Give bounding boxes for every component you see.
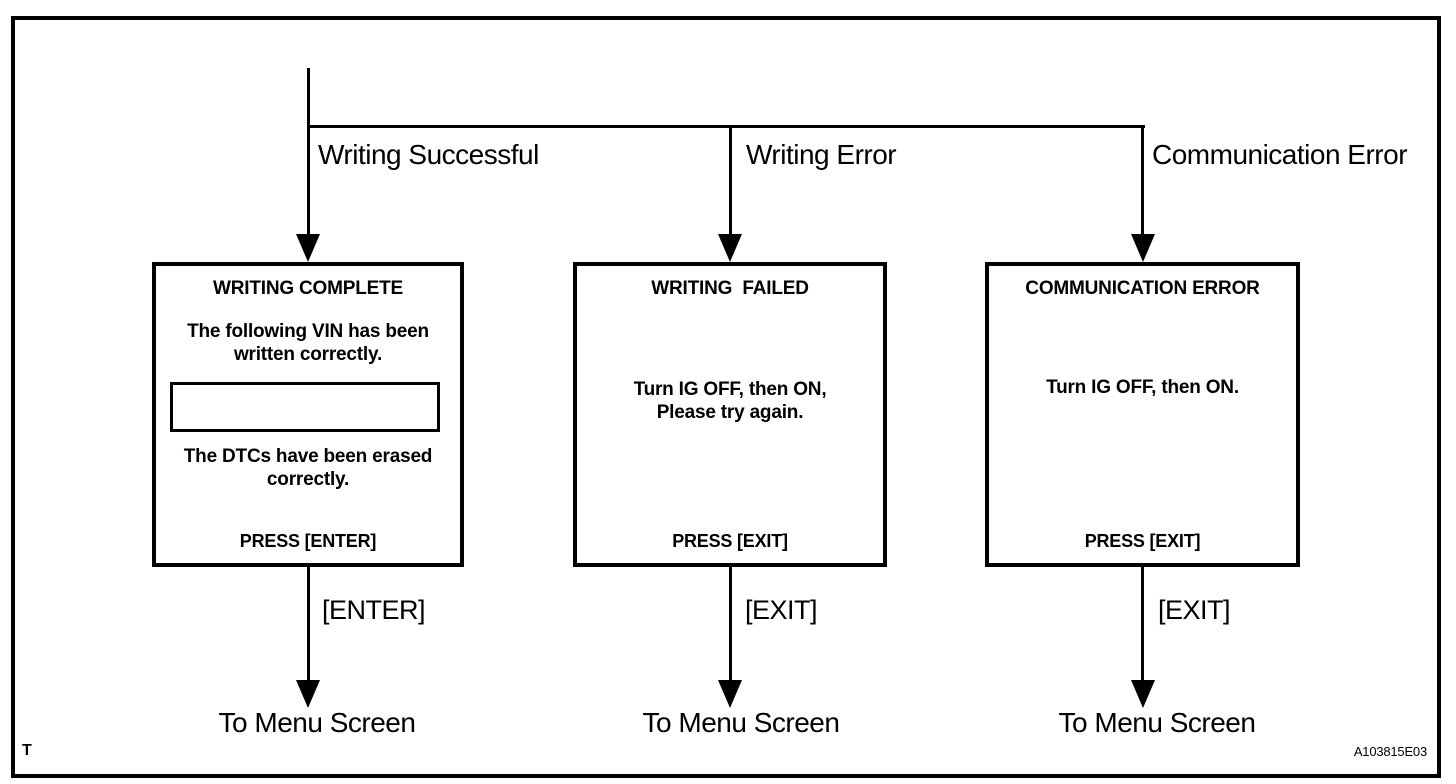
- arrow-down-icon: [718, 680, 742, 708]
- arrow-down-icon: [1131, 680, 1155, 708]
- branch-condition-writing-successful: Writing Successful: [318, 139, 539, 170]
- destination-label: To Menu Screen: [1058, 707, 1256, 738]
- arrow-down-icon: [296, 680, 320, 708]
- screen-message-top: Turn IG OFF, then ON.: [1046, 377, 1239, 398]
- screen-message-top: The following VIN has been written corre…: [187, 321, 429, 365]
- exit-line-writing-failed: [729, 567, 732, 680]
- screen-writing-failed: WRITING FAILED Turn IG OFF, then ON, Ple…: [573, 262, 887, 567]
- destination-label: To Menu Screen: [642, 707, 840, 738]
- screen-communication-error: COMMUNICATION ERROR Turn IG OFF, then ON…: [985, 262, 1300, 567]
- screen-title: WRITING COMPLETE: [213, 278, 403, 299]
- branch-split-line: [307, 125, 1145, 128]
- branch-condition-communication-error: Communication Error: [1152, 139, 1408, 170]
- branch-line-communication-error: [1141, 125, 1144, 234]
- screen-title: WRITING FAILED: [651, 278, 809, 299]
- vin-display-field: [170, 382, 440, 432]
- arrow-down-icon: [296, 234, 320, 262]
- screen-message-top: Turn IG OFF, then ON, Please try again.: [633, 379, 827, 423]
- screen-title: COMMUNICATION ERROR: [1025, 278, 1260, 299]
- exit-line-communication-error: [1141, 567, 1144, 680]
- corner-mark: T: [22, 742, 32, 759]
- diagram-border: [11, 16, 1441, 778]
- key-label-exit-2: [EXIT]: [1158, 595, 1231, 625]
- screen-writing-complete: WRITING COMPLETE The following VIN has b…: [152, 262, 464, 567]
- branch-condition-writing-error: Writing Error: [746, 139, 897, 170]
- screen-footer: PRESS [EXIT]: [672, 531, 788, 551]
- branch-line-writing-error: [729, 125, 732, 234]
- screen-footer: PRESS [EXIT]: [1084, 531, 1201, 551]
- arrow-down-icon: [718, 234, 742, 262]
- destination-label: To Menu Screen: [218, 707, 416, 738]
- figure-id: A103815E03: [1353, 744, 1427, 759]
- screen-message-bottom: The DTCs have been erased correctly.: [183, 446, 433, 490]
- trunk-line: [307, 68, 310, 234]
- screen-footer: PRESS [ENTER]: [239, 531, 377, 551]
- key-label-enter: [ENTER]: [322, 595, 426, 625]
- arrow-down-icon: [1131, 234, 1155, 262]
- exit-line-writing-complete: [307, 567, 310, 680]
- key-label-exit-1: [EXIT]: [745, 595, 818, 625]
